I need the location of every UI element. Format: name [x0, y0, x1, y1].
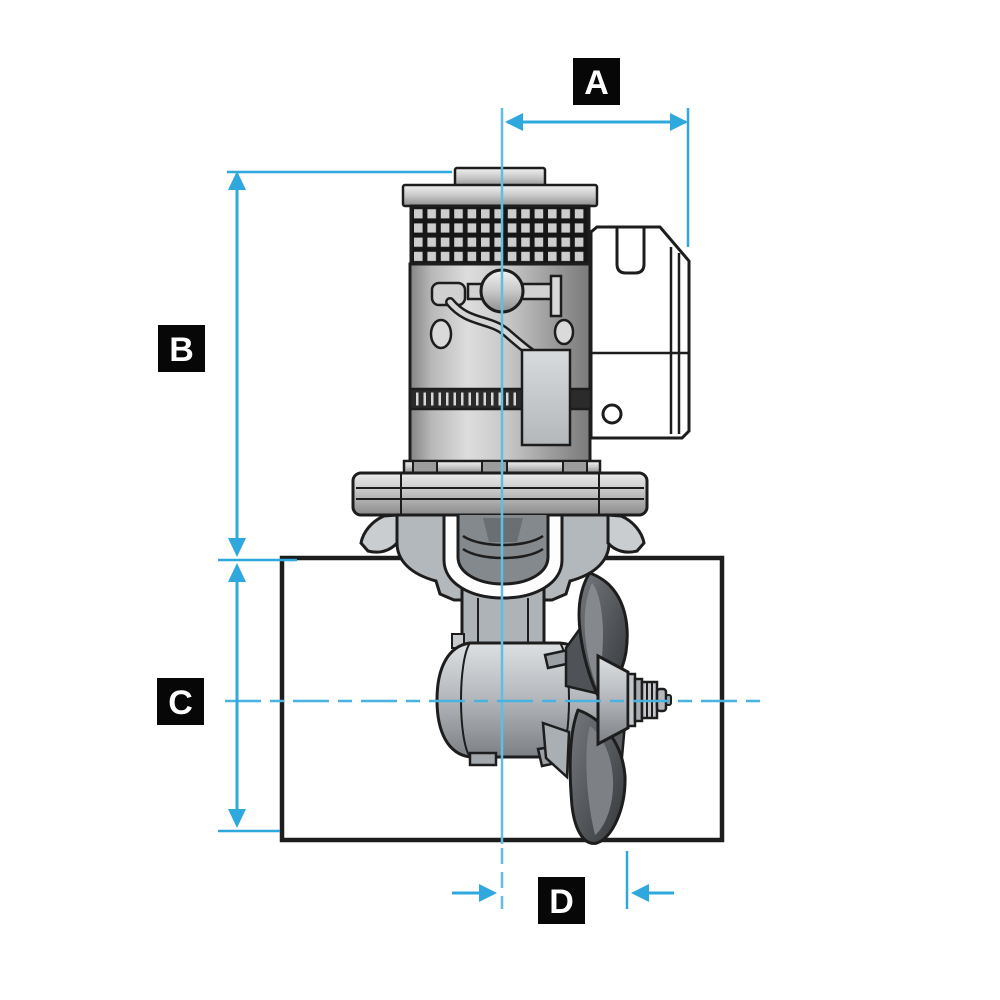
- mounting-flange: [351, 471, 649, 517]
- motor-base-tab: [562, 460, 588, 474]
- pod-bottom-tab: [468, 751, 498, 767]
- label-a: A: [584, 64, 609, 102]
- controller-outline: [589, 225, 691, 440]
- dimension-a: [505, 108, 690, 247]
- dim-d-arrowhead-left: [631, 884, 649, 902]
- motor-grille: [409, 204, 591, 266]
- label-a-box: [573, 58, 620, 105]
- propeller: [564, 571, 629, 845]
- motor-slat-detail: [549, 274, 563, 318]
- motor-oval-right: [553, 318, 575, 346]
- dimension-c: [218, 558, 297, 833]
- propeller-lower-blade-face: [586, 726, 614, 835]
- dim-c-arrowhead-up: [228, 563, 246, 582]
- controller-box: [589, 225, 691, 440]
- dim-c-arrowhead-down: [228, 809, 246, 828]
- label-b-box: [158, 325, 205, 372]
- motor-side-panel: [520, 348, 572, 447]
- motor-top-band: [401, 183, 599, 208]
- dim-a-arrowhead-left: [505, 113, 523, 131]
- motor: [401, 166, 602, 475]
- label-c: C: [168, 684, 193, 722]
- dim-b-arrowhead-down: [228, 538, 246, 557]
- bracket-wing-right: [606, 513, 646, 554]
- motor-oval-left: [429, 318, 453, 350]
- dimension-d: [452, 851, 674, 909]
- yoke-stirrup: [442, 513, 564, 600]
- motor-base-tab: [412, 460, 438, 474]
- dim-b-arrowhead-up: [228, 171, 246, 190]
- dimension-labels: A B C D: [157, 58, 620, 924]
- dimension-b: [227, 170, 452, 557]
- propeller-front-fin: [541, 721, 571, 780]
- label-b: B: [169, 331, 194, 369]
- label-c-box: [157, 678, 204, 725]
- flange-disc: [351, 471, 649, 517]
- label-d-box: [538, 877, 585, 924]
- dim-d-arrowhead-right: [479, 884, 497, 902]
- centerlines: [225, 108, 763, 909]
- bracket-wing-left: [359, 513, 399, 554]
- controller-hole: [601, 403, 623, 425]
- dim-a-arrowhead-right: [670, 113, 688, 131]
- controller-notch: [615, 227, 646, 275]
- label-d: D: [549, 883, 574, 921]
